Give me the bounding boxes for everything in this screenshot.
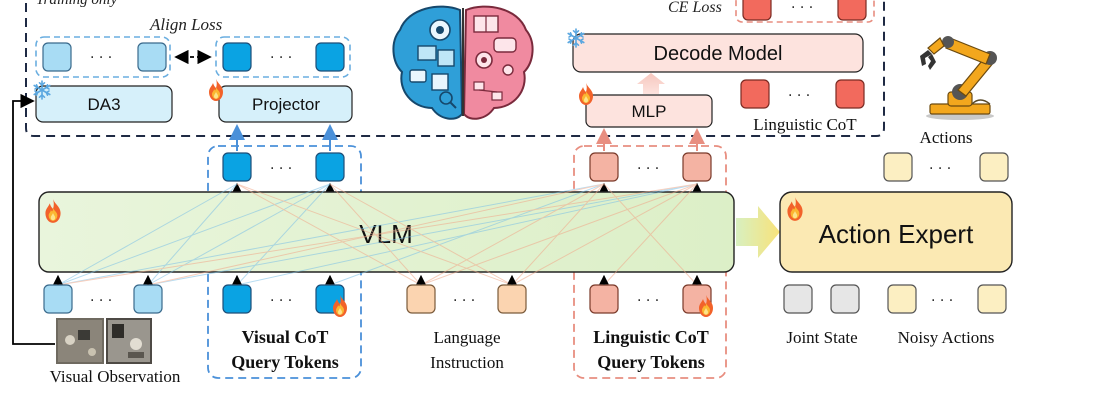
da3-box: DA3	[35, 85, 173, 123]
language-instruction-tokens: · · ·	[406, 284, 527, 314]
visual-observation-tokens: · · ·	[43, 284, 163, 314]
camera-images	[56, 318, 152, 364]
token	[589, 284, 619, 314]
token	[887, 284, 917, 314]
token	[883, 152, 913, 182]
robot-arm-icon	[920, 36, 997, 120]
fire-icon	[209, 79, 223, 101]
token	[222, 152, 252, 182]
linguistic-cot-query-label-line2: Query Tokens	[597, 352, 705, 372]
linguistic-cot-output-tokens: · · ·	[589, 152, 712, 182]
ellipsis: · · ·	[931, 293, 953, 309]
da3-output-token-group: · · ·	[35, 36, 171, 78]
decode-model-box: Decode Model	[572, 33, 864, 73]
training-only-label: Training only	[36, 0, 118, 8]
actions-label: Actions	[920, 128, 973, 147]
ellipsis: · · ·	[791, 0, 813, 16]
token	[42, 42, 72, 72]
token	[222, 284, 252, 314]
projector-label: Projector	[252, 95, 320, 114]
ellipsis: · · ·	[453, 293, 475, 309]
token	[222, 42, 252, 72]
token	[979, 152, 1009, 182]
ellipsis: · · ·	[929, 161, 951, 177]
ellipsis: · · ·	[90, 50, 112, 66]
visual-cot-query-label-line1: Visual CoT	[242, 327, 329, 347]
vlm-output-arrows	[232, 182, 702, 193]
token	[133, 284, 163, 314]
da3-label: DA3	[87, 95, 120, 114]
token	[406, 284, 436, 314]
action-expert-box: Action Expert	[779, 191, 1013, 273]
token	[740, 79, 770, 109]
token	[742, 0, 772, 21]
attention-lines	[57, 183, 698, 286]
token	[682, 152, 712, 182]
ce-loss-label: CE Loss	[668, 0, 722, 16]
language-instruction-label-line1: Language	[433, 328, 500, 347]
token	[497, 284, 527, 314]
action-expert-label: Action Expert	[819, 219, 974, 249]
noisy-actions-label: Noisy Actions	[898, 328, 995, 347]
linguistic-cot-query-tokens: · · ·	[589, 284, 712, 314]
token	[783, 284, 813, 314]
ellipsis: · · ·	[270, 50, 292, 66]
mlp-box: MLP	[585, 94, 713, 128]
linguistic-cot-token-group: · · · Linguistic CoT	[740, 79, 865, 134]
token	[835, 79, 865, 109]
language-instruction-label-line2: Instruction	[430, 353, 504, 372]
token	[315, 42, 345, 72]
joint-state-label: Joint State	[786, 328, 857, 347]
action-output-token-group: · · ·	[883, 152, 1009, 182]
observation-to-da3-line	[12, 93, 55, 345]
token	[589, 152, 619, 182]
visual-cot-query-label-line2: Query Tokens	[231, 352, 339, 372]
linguistic-cot-query-label-line1: Linguistic CoT	[593, 327, 709, 347]
ellipsis: · · ·	[90, 293, 112, 309]
input-arrows	[53, 274, 702, 285]
joint-state-tokens	[783, 284, 860, 314]
align-loss-label: Align Loss	[149, 15, 223, 34]
vlm-to-action-expert-arrow	[736, 206, 780, 258]
noisy-action-tokens: · · ·	[887, 284, 1007, 314]
decode-model-label: Decode Model	[654, 43, 783, 65]
ellipsis: · · ·	[270, 293, 292, 309]
linguistic-cot-label: Linguistic CoT	[753, 115, 857, 134]
ellipsis: · · ·	[637, 293, 659, 309]
token	[837, 0, 867, 21]
fire-icon	[579, 83, 593, 105]
token	[43, 284, 73, 314]
ellipsis: · · ·	[270, 161, 292, 177]
visual-cot-output-tokens: · · ·	[222, 152, 345, 182]
ellipsis: · · ·	[788, 88, 810, 104]
visual-observation-label: Visual Observation	[50, 367, 181, 386]
mlp-to-decode-arrow	[637, 73, 665, 94]
token	[137, 42, 167, 72]
ellipsis: · · ·	[637, 161, 659, 177]
projector-output-token-group: · · ·	[215, 36, 351, 78]
token	[830, 284, 860, 314]
ce-loss-token-group: · · ·	[735, 0, 875, 23]
mlp-label: MLP	[632, 102, 667, 121]
visual-cot-query-tokens: · · ·	[222, 284, 345, 314]
brain-icon	[392, 5, 534, 120]
token	[315, 152, 345, 182]
training-only-region: Training only	[25, 0, 885, 137]
projector-box: Projector	[218, 85, 353, 123]
token	[977, 284, 1007, 314]
